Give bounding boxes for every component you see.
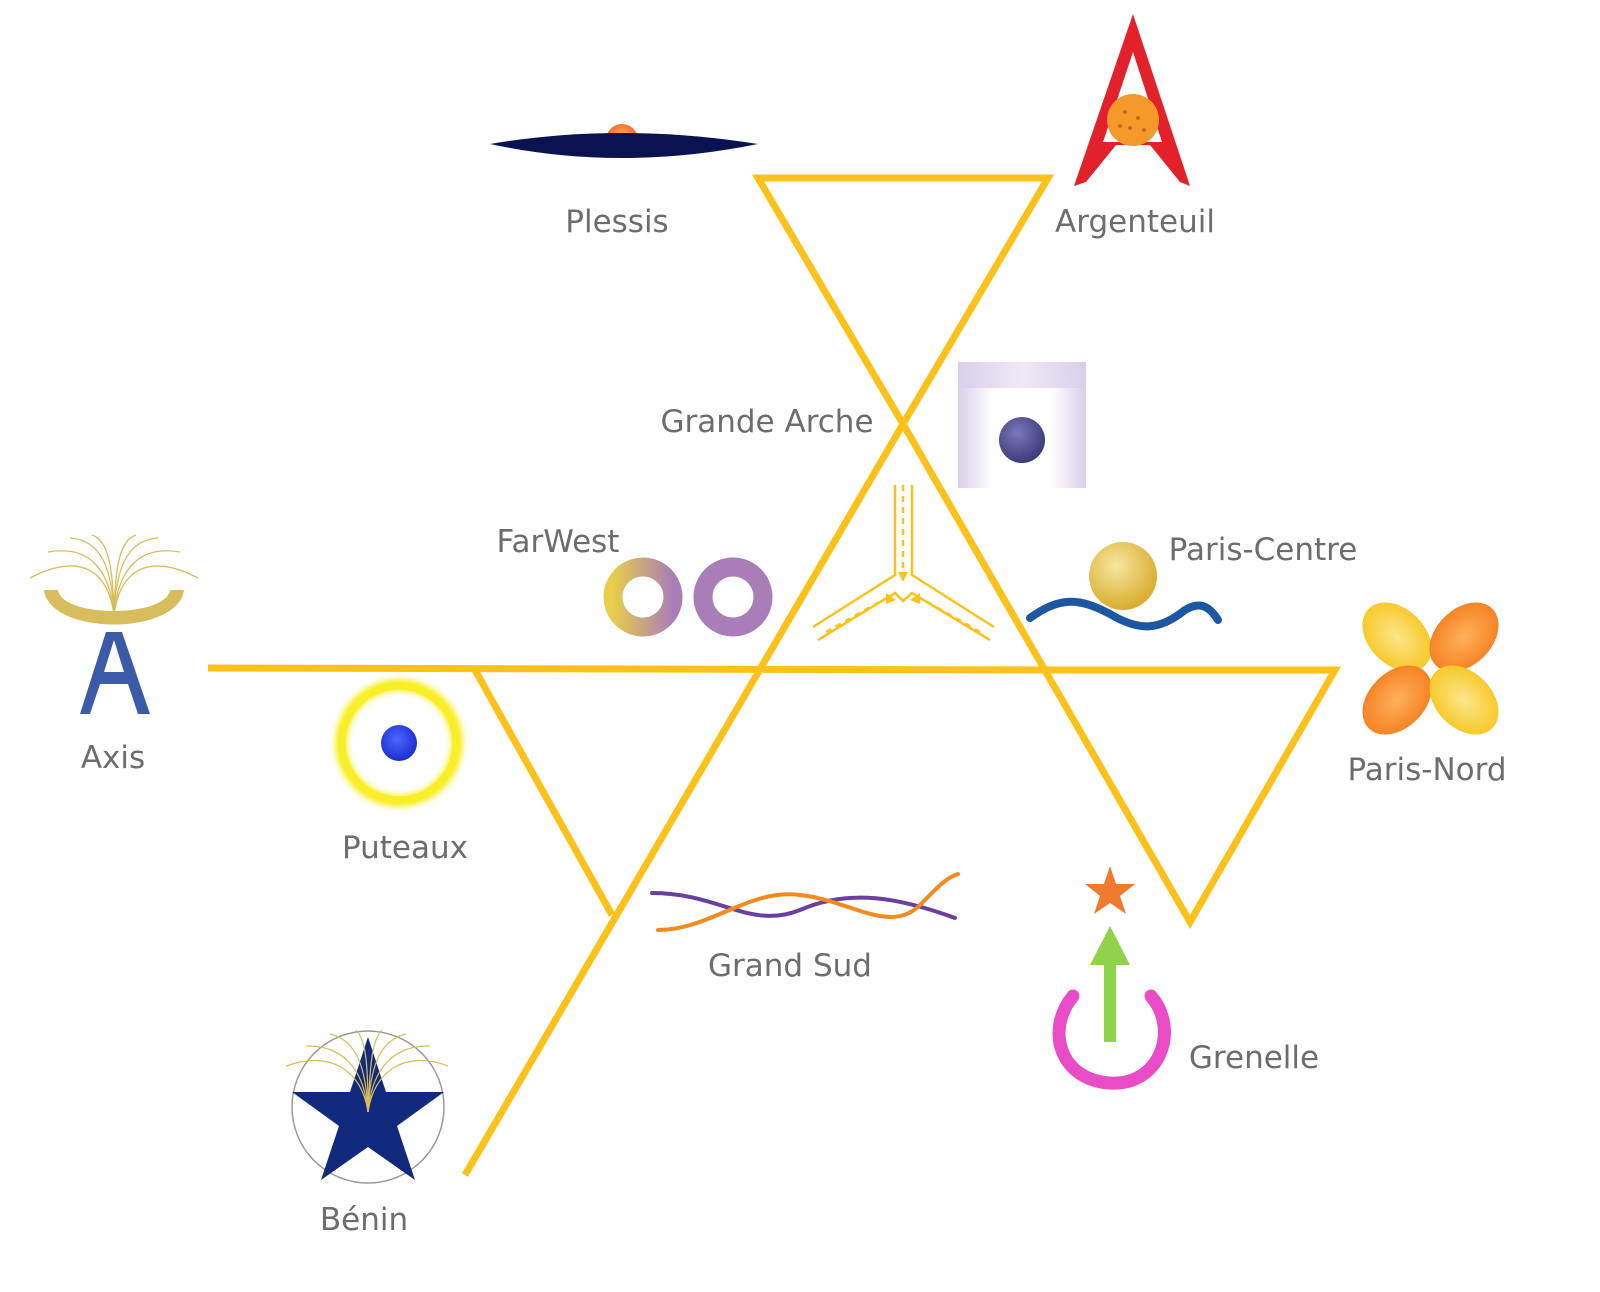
axis-label: Axis (81, 740, 145, 776)
arch-portal-icon (958, 362, 1086, 488)
puteaux-label: Puteaux (342, 830, 468, 866)
grande-arche-label: Grande Arche (660, 404, 873, 440)
grand-sud-node[interactable]: Grand Sud (650, 872, 960, 984)
paris-centre-label: Paris-Centre (1169, 532, 1358, 568)
twisted-waves-icon (650, 872, 960, 932)
farwest-label: FarWest (497, 524, 620, 560)
grenelle-node[interactable]: Grenelle (1052, 866, 1319, 1090)
paris-centre-node[interactable]: Paris-Centre (1026, 532, 1358, 631)
farwest-node[interactable]: FarWest (497, 524, 773, 637)
power-arrow-star-icon (1052, 866, 1171, 1090)
argenteuil-label: Argenteuil (1055, 204, 1215, 240)
four-petal-flower-icon (1362, 602, 1499, 735)
plessis-node[interactable]: Plessis (490, 124, 758, 240)
argenteuil-node[interactable]: Argenteuil (1055, 14, 1215, 240)
axis-node[interactable]: Axis (29, 534, 199, 776)
infinity-rings-icon (603, 557, 773, 637)
network-lines (207, 174, 1342, 1177)
grand-arche-left-branch (461, 422, 907, 1177)
benin-node[interactable]: Bénin (285, 1029, 449, 1238)
horizontal-axis-line (207, 664, 1049, 674)
grande-arche-node[interactable]: Grande Arche (660, 362, 1086, 488)
puteaux-node[interactable]: Puteaux (335, 679, 468, 866)
top-triangle-line (751, 174, 1055, 431)
star-in-circle-icon (285, 1029, 449, 1184)
grenelle-label: Grenelle (1189, 1040, 1319, 1076)
plessis-label: Plessis (565, 204, 668, 240)
fountain-letter-a-icon (29, 534, 199, 714)
paris-nord-label: Paris-Nord (1347, 752, 1506, 788)
grand-sud-label: Grand Sud (708, 948, 872, 984)
glowing-ring-dot-icon (335, 679, 463, 807)
lens-sunset-icon (490, 124, 758, 158)
converging-arrows-icon (812, 485, 995, 642)
left-lower-triangle-line (471, 668, 616, 917)
sun-over-wave-icon (1026, 542, 1222, 631)
paris-nord-node[interactable]: Paris-Nord (1347, 589, 1512, 788)
benin-label: Bénin (320, 1202, 408, 1238)
letter-a-disc-icon (1074, 14, 1190, 186)
